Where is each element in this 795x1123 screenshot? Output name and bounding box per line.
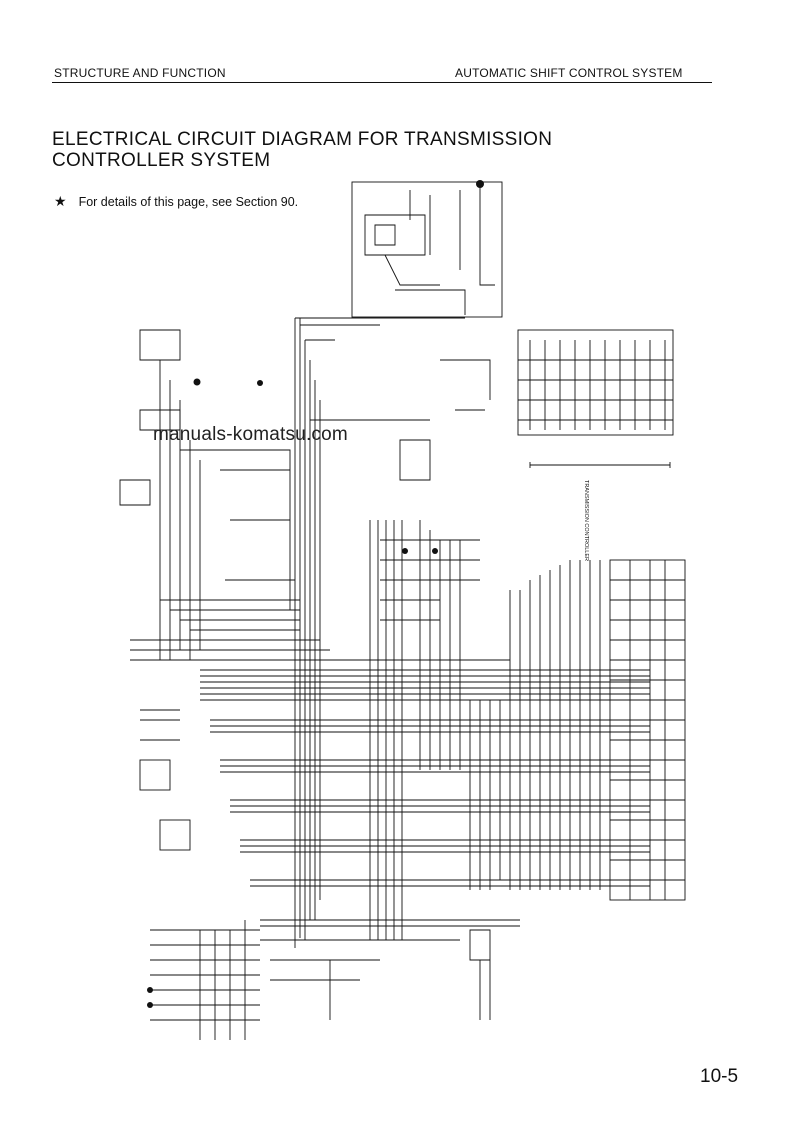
diagram-bottom-lamp xyxy=(147,987,153,993)
diagram-switch-2 xyxy=(432,548,438,554)
page-title-line-1: ELECTRICAL CIRCUIT DIAGRAM FOR TRANSMISS… xyxy=(52,129,553,150)
page-title: ELECTRICAL CIRCUIT DIAGRAM FOR TRANSMISS… xyxy=(52,129,552,171)
diagram-top-block xyxy=(351,181,503,318)
diagram-left-component-2 xyxy=(159,819,191,851)
diagram-lamp xyxy=(193,378,201,386)
diagram-right-connector-stack xyxy=(609,559,686,901)
diagram-controller-detail xyxy=(517,329,674,436)
watermark: manuals-komatsu.com xyxy=(153,424,348,445)
page-title-line-2: CONTROLLER SYSTEM xyxy=(52,150,271,171)
diagram-top-switch xyxy=(476,180,484,188)
diagram-switch xyxy=(402,548,408,554)
reference-note-text: For details of this page, see Section 90… xyxy=(78,194,299,209)
reference-note: ★ For details of this page, see Section … xyxy=(54,193,298,210)
header-rule xyxy=(52,82,712,83)
diagram-bottom-lamp-2 xyxy=(147,1002,153,1008)
diagram-left-component xyxy=(139,759,171,791)
section-header-left: STRUCTURE AND FUNCTION xyxy=(54,66,226,80)
diagram-lamp-2 xyxy=(257,380,263,386)
star-icon: ★ xyxy=(54,193,67,209)
page-number: 10-5 xyxy=(700,1066,739,1087)
diagram-label-controller: TRANSMISSION CONTROLLER xyxy=(583,480,589,561)
section-header-right: AUTOMATIC SHIFT CONTROL SYSTEM xyxy=(455,66,683,80)
